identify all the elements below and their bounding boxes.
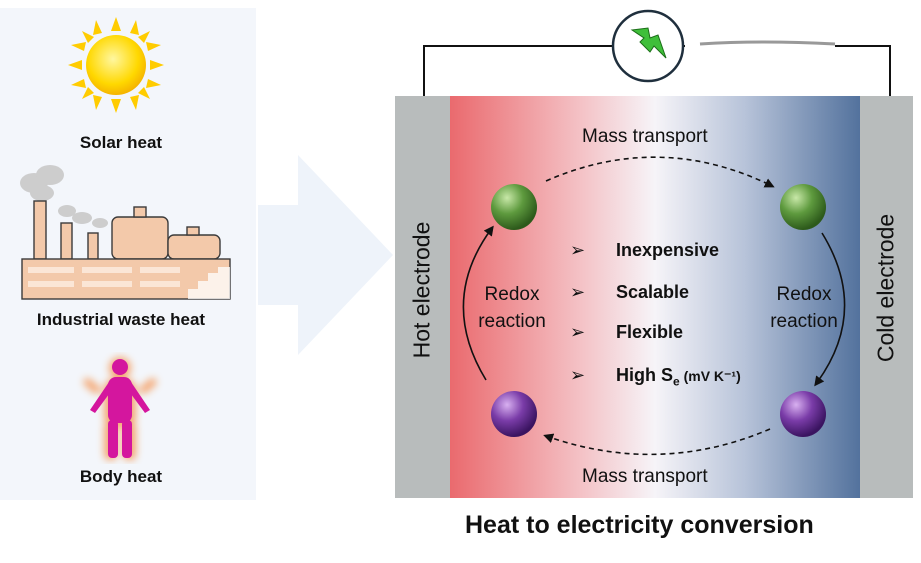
lightning-bolt-icon [611, 9, 685, 83]
advantage-item: ➢Inexpensive [570, 240, 720, 260]
reduced-ion-cold-icon [780, 184, 826, 230]
transport-arrows [462, 156, 846, 456]
diagram-title: Heat to electricity conversion [465, 511, 814, 539]
source-label-industrial: Industrial waste heat [36, 310, 206, 329]
redox-left-label: Redox reaction [468, 281, 556, 335]
redox-right-line2: reaction [770, 311, 838, 332]
hot-electrode [395, 96, 450, 498]
source-label-body: Body heat [79, 467, 163, 486]
bullet-arrow-icon: ➢ [570, 322, 586, 342]
flow-arrow-icon [258, 155, 393, 355]
source-label-solar: Solar heat [79, 133, 163, 152]
redox-right-line1: Redox [776, 284, 832, 305]
factory-icon [20, 165, 231, 300]
advantage-item: ➢Scalable [570, 282, 690, 302]
redox-right-label: Redox reaction [760, 281, 848, 335]
mass-transport-top-label: Mass transport [582, 126, 708, 147]
bullet-arrow-icon: ➢ [570, 365, 586, 385]
bullet-arrow-icon: ➢ [570, 282, 586, 302]
reduced-ion-hot-icon [491, 184, 537, 230]
advantage-item-seebeck: ➢High Se (mV K⁻¹) [570, 365, 741, 389]
redox-left-line2: reaction [478, 311, 546, 332]
human-body-icon [83, 357, 157, 460]
redox-left-line1: Redox [484, 284, 540, 305]
cold-electrode-label: Cold electrode [872, 213, 899, 363]
advantage-item: ➢Flexible [570, 322, 684, 342]
oxidized-ion-cold-icon [780, 391, 826, 437]
cold-electrode [860, 96, 913, 498]
mass-transport-bottom-label: Mass transport [582, 466, 708, 487]
sun-icon [68, 17, 164, 113]
bullet-arrow-icon: ➢ [570, 240, 586, 260]
hot-electrode-label: Hot electrode [408, 221, 435, 359]
oxidized-ion-hot-icon [491, 391, 537, 437]
